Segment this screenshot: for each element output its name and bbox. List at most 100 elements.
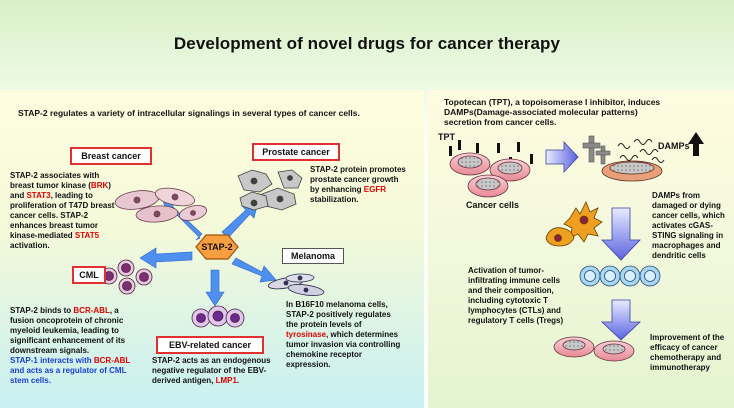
damps-desc-5: STING signaling in <box>652 231 724 240</box>
right-intro-1: Topotecan (TPT), a topoisomerase I inhib… <box>444 97 661 107</box>
cml-text-3: myeloid leukemia, leading to <box>10 326 119 335</box>
cml-text-1a: STAP-2 binds to <box>10 306 74 315</box>
stap2-hexagon <box>195 234 239 260</box>
damps-up-arrow <box>688 132 704 156</box>
prostate-text-3a: by enhancing <box>310 185 364 194</box>
activation-text-4: including cytotoxic T <box>468 296 549 305</box>
cml-text-4: significant enhancement of its <box>10 336 126 345</box>
arrow-to-cml <box>139 247 193 269</box>
improvement-text-2: efficacy of cancer <box>650 343 718 352</box>
cml-bcr-abl-2: BCR-ABL <box>93 356 131 365</box>
prostate-cancer-cells <box>237 169 303 211</box>
breast-text-2: breast tumor kinase (BRK) <box>10 181 111 191</box>
melanoma-text-1: In B16F10 melanoma cells, <box>286 300 388 309</box>
immune-activation-cells <box>545 201 603 247</box>
cml-bcr-abl-1: BCR-ABL <box>73 306 110 315</box>
melanoma-text-5: tumor invasion via controlling <box>286 340 401 349</box>
activation-text-1: Activation of tumor- <box>468 266 544 275</box>
breast-text-3a: and <box>10 191 27 200</box>
melanoma-text-4b: , which determines <box>326 330 399 339</box>
cml-text-7: and acts as a regulator of CML <box>10 366 127 375</box>
cml-text-2: fusion oncoprotein of chronic <box>10 316 124 325</box>
page-title: Development of novel drugs for cancer th… <box>173 34 561 53</box>
stap2-arrows <box>139 195 277 307</box>
prostate-text-2: prostate cancer growth <box>310 175 399 184</box>
melanoma-box: Melanoma <box>282 248 344 264</box>
prostate-text-1: STAP-2 protein promotes <box>310 165 406 174</box>
cancer-cells-label: Cancer cells <box>466 200 520 210</box>
ebv-text-3a: derived antigen, <box>152 376 216 385</box>
breast-text-3c: , leading to <box>50 191 93 200</box>
activation-text-6: regulatory T cells (Tregs) <box>468 316 564 325</box>
breast-text-5: cancer cells. STAP-2 <box>10 211 89 220</box>
cml-text-5: downstream signals. <box>10 346 90 355</box>
melanoma-text-3: the protein levels of <box>286 320 362 329</box>
ebv-text-3c: . <box>236 376 240 385</box>
breast-stat5: STAT5 <box>74 231 100 240</box>
bottom-cancer-cells <box>553 336 635 362</box>
immune-cell-row <box>579 265 661 287</box>
prostate-egfr: EGFR <box>363 185 387 194</box>
improvement-text-3: chemotherapy and <box>650 353 722 362</box>
damps-desc-3: cancer cells, which <box>652 211 725 220</box>
activation-text-5: lymphocytes (CTLs) and <box>468 306 561 315</box>
cml-text-1: STAP-2 binds to BCR-ABL, a <box>10 306 119 316</box>
breast-text-4: proliferation of T47D breast <box>10 201 115 210</box>
breast-text-1: STAP-2 associates with <box>10 171 100 180</box>
prostate-text-4: stabilization. <box>310 195 359 204</box>
breast-brk: BRK <box>90 181 109 190</box>
breast-text-8: activation. <box>10 241 50 250</box>
arrow-cells-to-damps <box>545 140 579 174</box>
tpt-label: TPT <box>438 132 455 142</box>
damps-desc-4: activates cGAS- <box>652 221 713 230</box>
cml-text-1c: , a <box>109 306 119 315</box>
grave-crosses <box>582 135 611 165</box>
ebv-cells <box>191 305 245 328</box>
ebv-cancer-box: EBV-related cancer <box>156 336 264 354</box>
breast-text-6: enhances breast tumor <box>10 221 99 230</box>
damps-label: DAMPs <box>658 141 690 151</box>
ebv-text-2: negative regulator of the EBV- <box>152 366 267 375</box>
prostate-text-3: by enhancing EGFR <box>310 185 386 195</box>
ebv-lmp1: LMP1 <box>215 376 237 385</box>
cml-text-8: stem cells. <box>10 376 51 385</box>
activation-text-3: and their composition, <box>468 286 554 295</box>
arrow-to-melanoma <box>231 257 277 283</box>
melanoma-text-4: tyrosinase, which determines <box>286 330 398 340</box>
damps-desc-6: macrophages and <box>652 241 721 250</box>
melanoma-text-7: expression. <box>286 360 331 369</box>
melanoma-text-2: STAP-2 positively regulates <box>286 310 391 319</box>
melanoma-text-6: chemokine receptor <box>286 350 363 359</box>
ebv-text-3: derived antigen, LMP1. <box>152 376 239 386</box>
breast-text-7a: kinase-mediated <box>10 231 75 240</box>
breast-text-3: and STAT3, leading to <box>10 191 93 201</box>
ebv-text-1: STAP-2 acts as an endogenous <box>152 356 271 365</box>
left-heading: STAP-2 regulates a variety of intracellu… <box>18 108 360 118</box>
arrow-to-prostate <box>221 201 259 239</box>
breast-stat3: STAT3 <box>26 191 51 200</box>
prostate-cancer-box: Prostate cancer <box>252 143 340 161</box>
cml-cells <box>100 259 153 295</box>
melanoma-tyrosinase: tyrosinase <box>286 330 327 339</box>
improvement-text-4: immunotherapy <box>650 363 711 372</box>
right-intro-3: secretion from cancer cells. <box>444 117 557 127</box>
arrow-down-1 <box>601 207 641 261</box>
breast-text-2a: breast tumor kinase ( <box>10 181 91 190</box>
right-cancer-cells <box>449 152 531 198</box>
breast-cancer-cells <box>114 187 208 223</box>
cml-text-6: STAP-1 interacts with BCR-ABL <box>10 356 130 366</box>
dying-cell <box>601 160 663 182</box>
breast-text-2c: ) <box>108 181 111 190</box>
cml-text-6a: STAP-1 interacts with <box>10 356 94 365</box>
stap2-label: STAP-2 <box>201 242 233 252</box>
damps-desc-1: DAMPs from <box>652 191 701 200</box>
damps-desc-2: damaged or dying <box>652 201 721 210</box>
breast-cancer-box: Breast cancer <box>70 147 152 165</box>
cml-box: CML <box>72 266 106 284</box>
damps-squiggles <box>617 139 665 163</box>
arrow-to-ebv <box>205 269 225 307</box>
damps-desc-7: dendritic cells <box>652 251 706 260</box>
right-intro-2: DAMPs(Damage-associated molecular patter… <box>444 107 638 117</box>
arrow-down-2 <box>600 299 642 341</box>
